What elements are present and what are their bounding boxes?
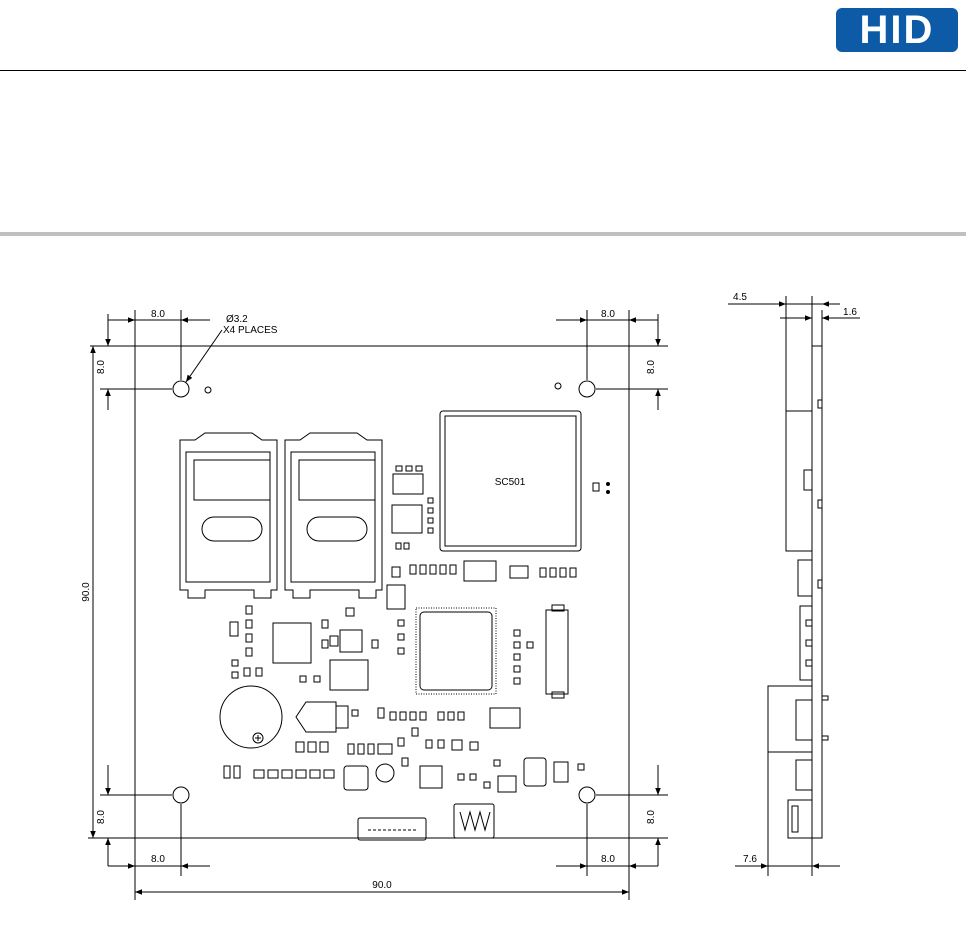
board-top-view (135, 346, 629, 840)
dim-left-height: 90.0 (81, 582, 92, 602)
dim-right-top: 8.0 (646, 360, 657, 374)
dim-right-bottom: 8.0 (646, 810, 657, 824)
side-dimension-lines (728, 296, 860, 876)
dim-left-bottom: 8.0 (96, 810, 107, 824)
board-side-view (768, 346, 828, 838)
mounting-hole (579, 381, 595, 397)
dimension-lines (88, 310, 668, 900)
mounting-hole (173, 787, 189, 803)
qfp-chip (416, 608, 496, 694)
dim-side-top-inner: 1.6 (843, 307, 857, 318)
dim-left-top: 8.0 (96, 360, 107, 374)
dim-bottom-width: 90.0 (372, 880, 392, 891)
sim-holder-right (285, 433, 382, 598)
bottom-edge-connector (358, 818, 426, 840)
sc501-label: SC501 (495, 477, 526, 488)
dim-side-bottom: 7.6 (743, 854, 757, 865)
buzzer (220, 686, 282, 748)
hole-diameter-note: Ø3.2 (226, 314, 248, 325)
sim-holder-left (180, 433, 277, 598)
dim-top-left: 8.0 (151, 309, 165, 320)
mounting-hole (579, 787, 595, 803)
dim-bottom-left: 8.0 (151, 854, 165, 865)
hole-count-note: X4 PLACES (223, 325, 278, 336)
dim-top-right: 8.0 (601, 309, 615, 320)
dim-side-top-outer: 4.5 (733, 292, 747, 303)
mounting-hole (173, 381, 189, 397)
dim-bottom-right: 8.0 (601, 854, 615, 865)
